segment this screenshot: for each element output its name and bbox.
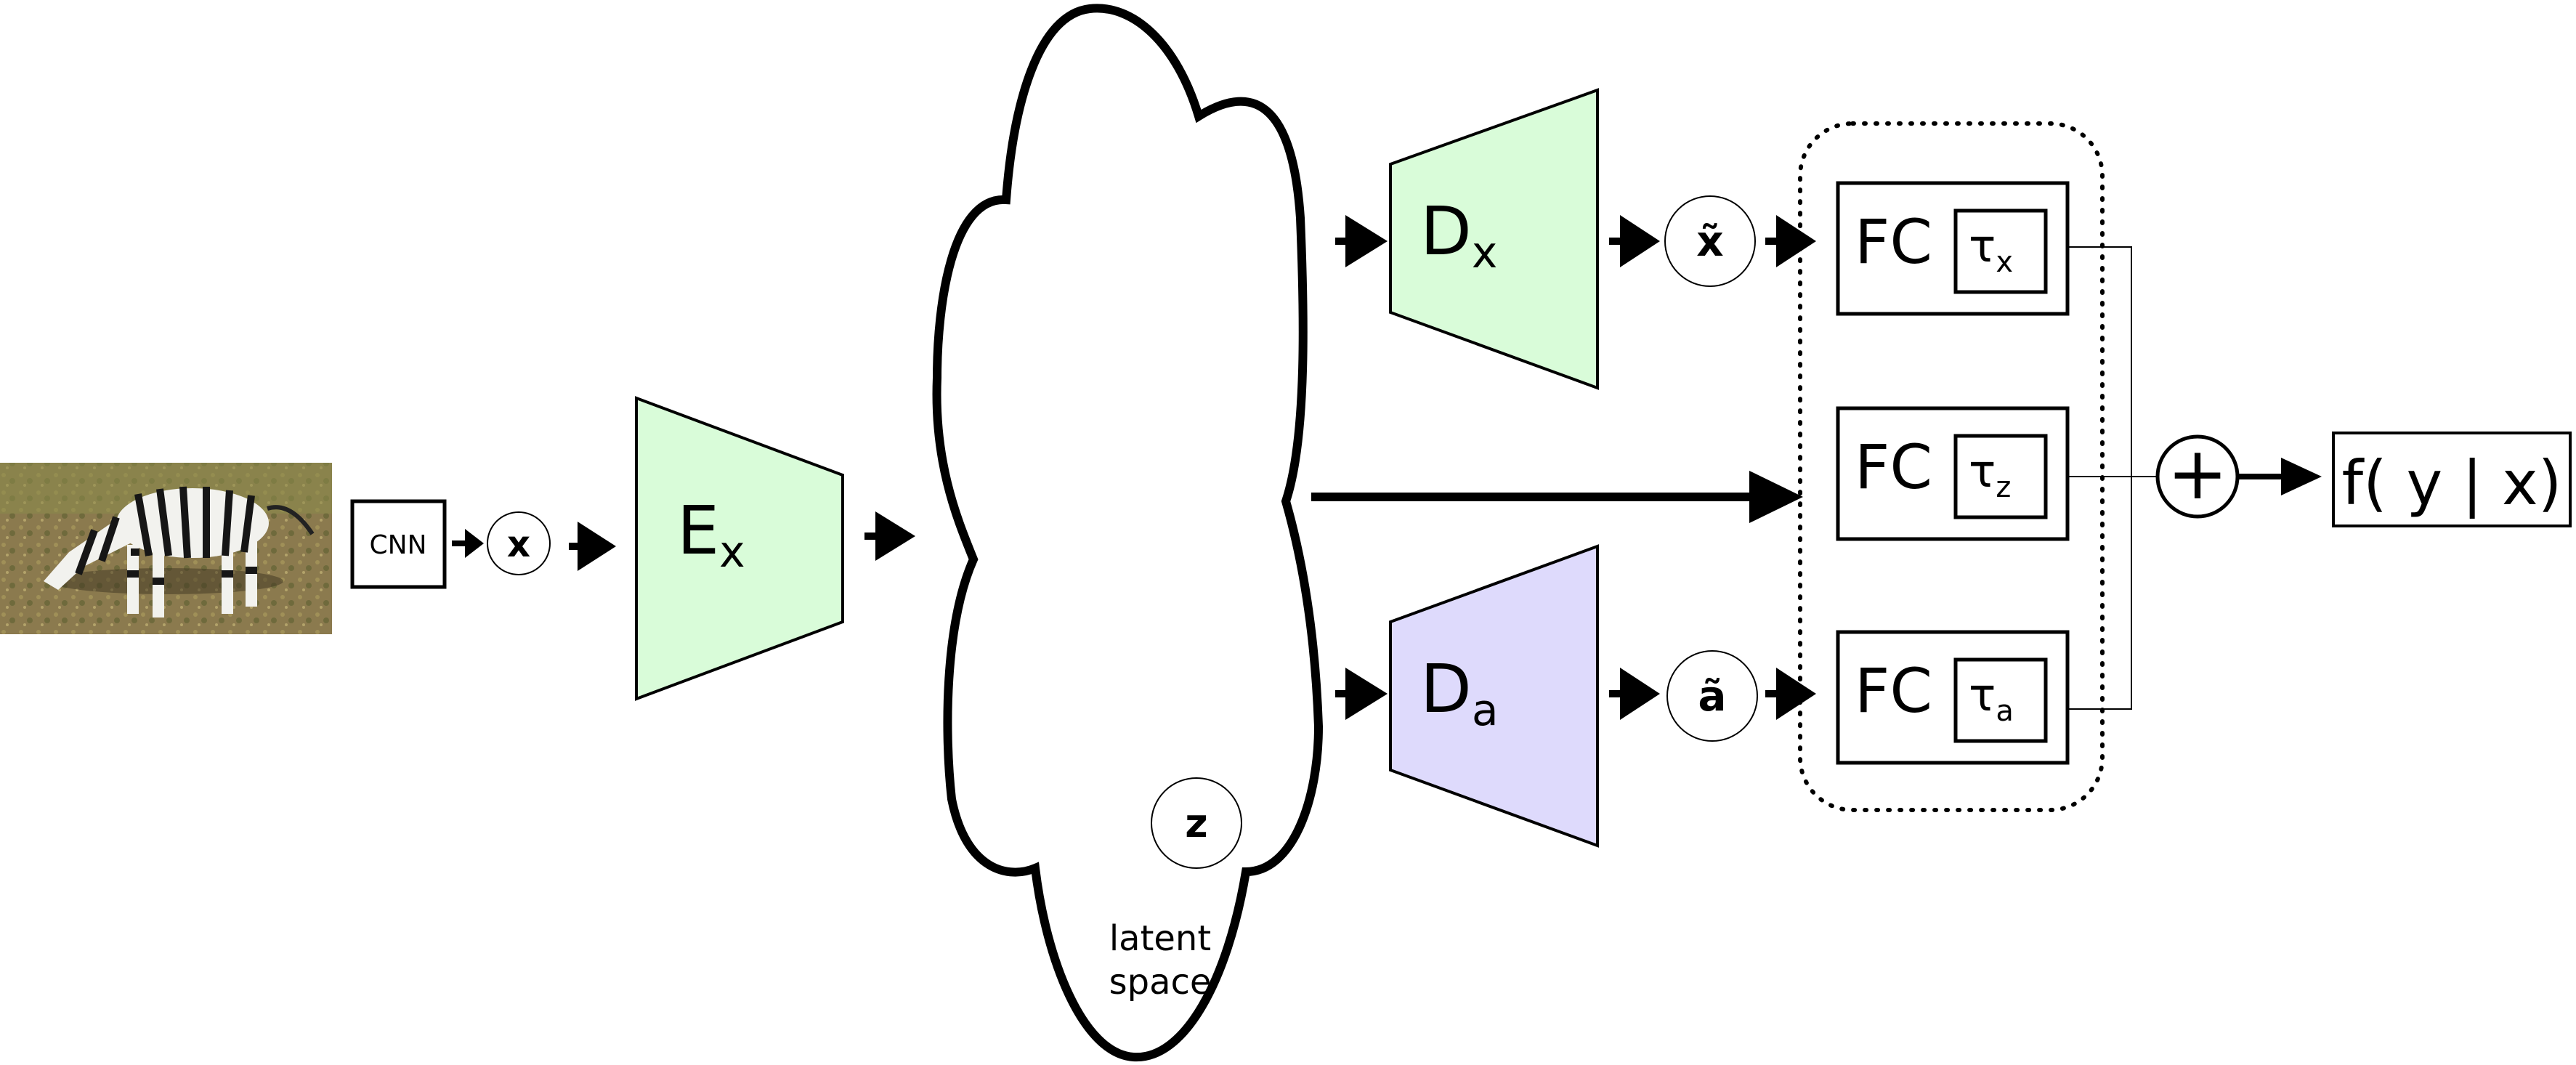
arrow-dx-to-xtilde (1609, 215, 1660, 267)
svg-text:Ex: Ex (677, 492, 745, 578)
fc-a-label: FC (1855, 655, 1932, 726)
arrow-x-to-encoder (569, 522, 616, 571)
x-node: x (487, 511, 551, 575)
latent-space-cloud: z latent space (932, 4, 1324, 1062)
cnn-label: CNN (370, 530, 427, 560)
fc-group-dotted-border (1798, 121, 2105, 812)
cnn-block: CNN (350, 499, 447, 589)
arrow-da-to-atilde (1609, 668, 1660, 720)
arrow-encoder-to-latent (864, 511, 915, 561)
fc-x-tau: τ (1969, 219, 1996, 272)
arrow-latent-to-fc-z (1311, 471, 1803, 523)
decoder-dx-block: Dx (1389, 88, 1599, 390)
fc-block-z: FC τz (1836, 406, 2070, 541)
arrow-xtilde-to-fc (1765, 215, 1816, 267)
zebra-image (0, 463, 332, 634)
fc-to-sum-connectors (2067, 246, 2158, 710)
x-tilde-node: x̃ (1664, 195, 1756, 287)
svg-text:τa: τa (1969, 668, 2014, 728)
svg-text:Da: Da (1420, 650, 1499, 736)
fc-x-label: FC (1855, 206, 1932, 278)
sum-symbol: + (2167, 431, 2228, 516)
svg-text:τz: τz (1969, 445, 2011, 504)
output-block: f( y | x) (2332, 432, 2572, 527)
fc-a-tau: τ (1969, 668, 1996, 721)
decoder-da-subscript: a (1472, 685, 1499, 736)
encoder-label: E (677, 492, 719, 570)
fc-block-a: FC τa (1836, 630, 2070, 765)
latent-label-line2: space (1109, 962, 1212, 1003)
decoder-dx-label: D (1420, 193, 1472, 270)
z-symbol: z (1185, 801, 1207, 846)
decoder-da-label: D (1420, 650, 1472, 728)
arrow-sum-to-output (2239, 458, 2322, 495)
svg-text:Dx: Dx (1420, 193, 1497, 278)
fc-block-x: FC τx (1836, 181, 2070, 316)
x-symbol: x (507, 523, 530, 565)
arrow-latent-to-dx (1335, 215, 1388, 267)
sum-node: + (2155, 431, 2240, 519)
x-tilde-symbol: x̃ (1696, 216, 1723, 266)
arrow-atilde-to-fc (1765, 668, 1816, 720)
output-label: f( y | x) (2342, 448, 2562, 519)
encoder-subscript: x (719, 527, 745, 578)
fc-z-subscript: z (1996, 471, 2011, 504)
decoder-dx-subscript: x (1472, 227, 1498, 278)
zebra-icon (44, 486, 315, 617)
decoder-da-block: Da (1389, 544, 1599, 848)
fc-a-subscript: a (1996, 695, 2014, 728)
fc-x-subscript: x (1996, 246, 2013, 279)
a-tilde-node: ã (1666, 650, 1758, 742)
fc-z-tau: τ (1969, 445, 1996, 498)
fc-z-label: FC (1855, 432, 1932, 503)
arrow-latent-to-da (1335, 668, 1388, 720)
latent-label-line1: latent (1109, 918, 1211, 959)
a-tilde-symbol: ã (1698, 671, 1726, 721)
svg-text:τx: τx (1969, 219, 2013, 279)
encoder-block: Ex (635, 396, 844, 701)
arrow-cnn-to-x (452, 529, 484, 558)
